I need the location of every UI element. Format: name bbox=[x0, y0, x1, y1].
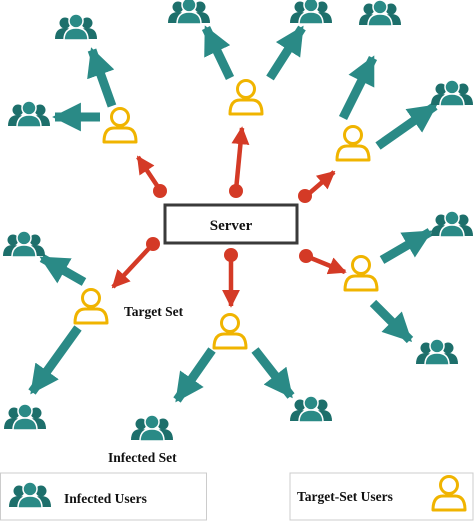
infected-group-icon bbox=[7, 100, 51, 128]
infected-group-icon bbox=[358, 0, 402, 27]
spread-arrow bbox=[369, 299, 414, 344]
infected-group-icon bbox=[415, 338, 459, 366]
infected-group-icon bbox=[430, 210, 474, 238]
spread-arrow bbox=[379, 228, 433, 264]
target-user-icon bbox=[73, 288, 109, 325]
legend-target: Target-Set Users bbox=[289, 472, 474, 521]
infected-set-label: Infected Set bbox=[108, 450, 177, 465]
infected-group-icon bbox=[3, 403, 47, 431]
link-origin-dot bbox=[146, 237, 160, 251]
spread-arrow bbox=[87, 47, 117, 108]
legend-infected-label: Infected Users bbox=[64, 491, 147, 506]
spread-arrow bbox=[173, 347, 216, 403]
server-link-arrow bbox=[231, 126, 250, 191]
target-set-label: Target Set bbox=[124, 304, 184, 319]
server-node: Server bbox=[163, 203, 299, 245]
infected-group-icon bbox=[167, 0, 211, 25]
legend-infected: Infected Users bbox=[0, 472, 207, 521]
spread-arrow bbox=[375, 102, 438, 150]
server-link-arrow bbox=[136, 155, 162, 192]
link-origin-dot bbox=[299, 249, 313, 263]
link-origin-dot bbox=[298, 189, 312, 203]
infected-group-icon bbox=[289, 0, 333, 25]
infected-group-icon bbox=[54, 13, 98, 41]
infected-group-icon bbox=[2, 230, 46, 258]
infected-group-icon bbox=[289, 395, 333, 423]
target-user-icon bbox=[228, 79, 264, 116]
infected-group-icon bbox=[130, 414, 174, 442]
legend-target-label: Target-Set Users bbox=[297, 489, 393, 504]
target-user-icon bbox=[343, 255, 379, 292]
spread-arrow bbox=[338, 55, 378, 121]
spread-arrow bbox=[201, 25, 235, 80]
server-label: Server bbox=[210, 218, 253, 234]
server-link-arrow bbox=[305, 253, 347, 275]
infected-group-icon bbox=[430, 79, 474, 107]
spread-arrow bbox=[266, 25, 306, 81]
target-user-icon bbox=[212, 313, 248, 350]
spread-arrow bbox=[251, 347, 295, 399]
link-origin-dot bbox=[224, 248, 238, 262]
target-user-icon bbox=[335, 125, 371, 162]
spread-arrow bbox=[28, 325, 82, 395]
link-origin-dot bbox=[153, 184, 167, 198]
spread-arrow bbox=[39, 254, 87, 286]
server-link-arrow bbox=[111, 242, 155, 289]
target-user-icon bbox=[102, 107, 138, 144]
link-origin-dot bbox=[229, 184, 243, 198]
